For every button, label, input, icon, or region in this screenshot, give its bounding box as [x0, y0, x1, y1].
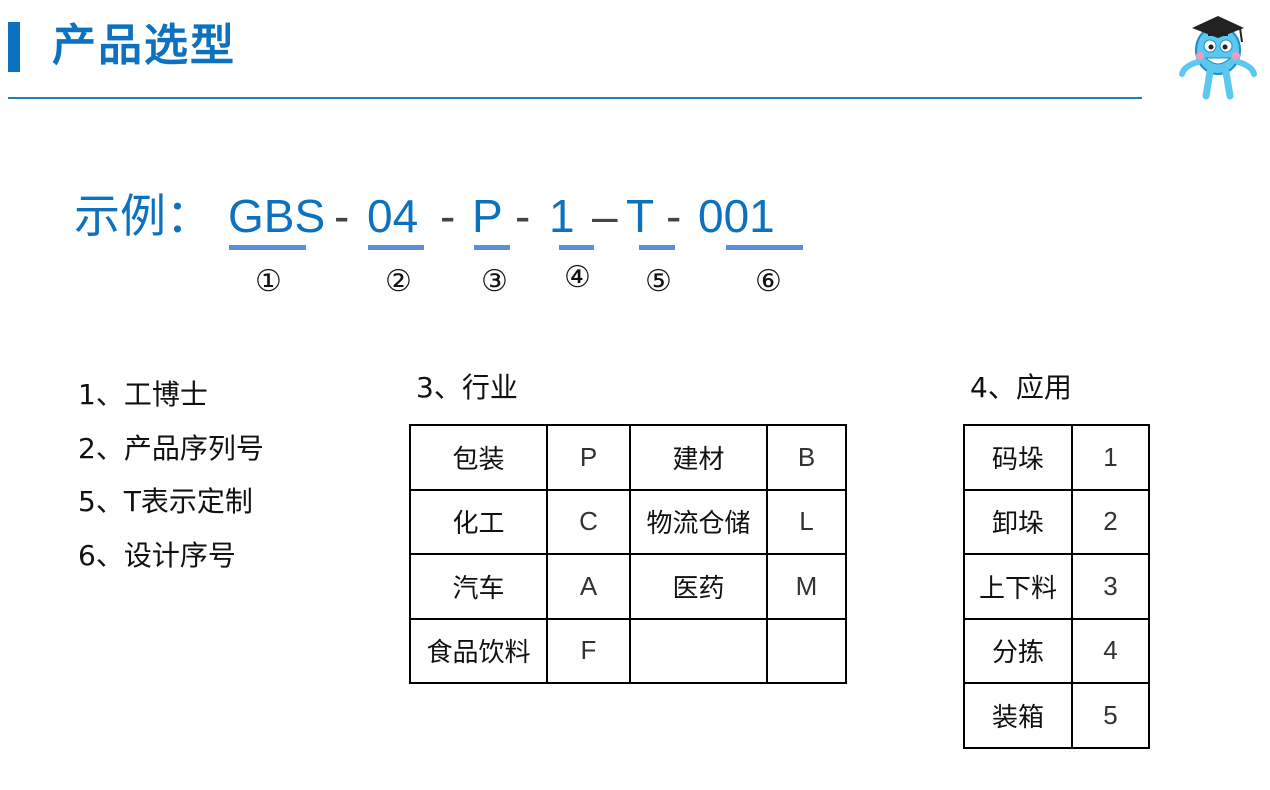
code-separator: -	[515, 190, 531, 242]
segment-underline	[368, 245, 424, 250]
segment-underline	[559, 245, 594, 250]
title-accent-bar	[8, 22, 20, 72]
industry-code	[766, 617, 847, 684]
header-divider	[8, 97, 1142, 99]
code-separator: -	[334, 190, 350, 242]
application-name: 装箱	[963, 682, 1073, 749]
table-row: 上下料 3	[963, 553, 1150, 620]
table-row: 包装 P 建材 B	[409, 424, 847, 491]
table-row: 装箱 5	[963, 682, 1150, 749]
code-separator: –	[592, 190, 618, 242]
code-segment-series: 04	[367, 190, 419, 242]
code-separator: -	[440, 190, 456, 242]
industry-code: B	[766, 424, 847, 491]
legend-item: 5、T表示定制	[78, 485, 253, 518]
code-separator: -	[666, 190, 682, 242]
segment-underline	[474, 245, 510, 250]
segment-underline	[726, 245, 803, 250]
marker-1: ①	[255, 264, 282, 299]
marker-4: ④	[564, 260, 591, 295]
legend-item: 1、工博士	[78, 378, 208, 411]
industry-table: 包装 P 建材 B 化工 C 物流仓储 L 汽车 A 医药 M 食品饮料 F	[409, 424, 847, 684]
application-code: 4	[1071, 617, 1150, 684]
application-name: 码垛	[963, 424, 1073, 491]
code-segment-industry: P	[472, 190, 503, 242]
industry-name: 建材	[629, 424, 768, 491]
marker-3: ③	[481, 264, 508, 299]
industry-name: 化工	[409, 488, 548, 555]
segment-underline	[639, 245, 675, 250]
industry-name	[629, 617, 768, 684]
mascot-logo-icon	[1179, 16, 1257, 100]
code-segment-brand: GBS	[228, 190, 326, 242]
page-title: 产品选型	[52, 20, 236, 71]
application-table: 码垛 1 卸垛 2 上下料 3 分拣 4 装箱 5	[963, 424, 1150, 749]
legend-list: 1、工博士 2、产品序列号 5、T表示定制 6、设计序号	[78, 368, 264, 582]
segment-underline	[229, 245, 306, 250]
application-heading: 4、应用	[970, 371, 1072, 404]
code-segment-design: 001	[698, 190, 775, 242]
industry-name: 包装	[409, 424, 548, 491]
industry-code: F	[546, 617, 631, 684]
industry-code: M	[766, 553, 847, 620]
application-code: 5	[1071, 682, 1150, 749]
industry-code: P	[546, 424, 631, 491]
table-row: 汽车 A 医药 M	[409, 553, 847, 620]
industry-name: 医药	[629, 553, 768, 620]
industry-heading: 3、行业	[416, 371, 518, 404]
industry-code: A	[546, 553, 631, 620]
legend-item: 2、产品序列号	[78, 431, 264, 465]
application-code: 2	[1071, 488, 1150, 555]
code-segment-application: 1	[549, 190, 575, 242]
example-label: 示例：	[74, 189, 212, 243]
application-name: 卸垛	[963, 488, 1073, 555]
industry-name: 食品饮料	[409, 617, 548, 684]
application-name: 上下料	[963, 553, 1073, 620]
marker-2: ②	[385, 264, 412, 299]
table-row: 化工 C 物流仓储 L	[409, 488, 847, 555]
industry-code: C	[546, 488, 631, 555]
table-row: 卸垛 2	[963, 488, 1150, 555]
application-code: 1	[1071, 424, 1150, 491]
industry-name: 物流仓储	[629, 488, 768, 555]
industry-name: 汽车	[409, 553, 548, 620]
table-row: 分拣 4	[963, 617, 1150, 684]
application-name: 分拣	[963, 617, 1073, 684]
code-segment-custom: T	[626, 190, 655, 242]
table-row: 码垛 1	[963, 424, 1150, 491]
industry-code: L	[766, 488, 847, 555]
marker-6: ⑥	[755, 264, 782, 299]
legend-item: 6、设计序号	[78, 538, 236, 572]
table-row: 食品饮料 F	[409, 617, 847, 684]
application-code: 3	[1071, 553, 1150, 620]
marker-5: ⑤	[645, 264, 672, 299]
